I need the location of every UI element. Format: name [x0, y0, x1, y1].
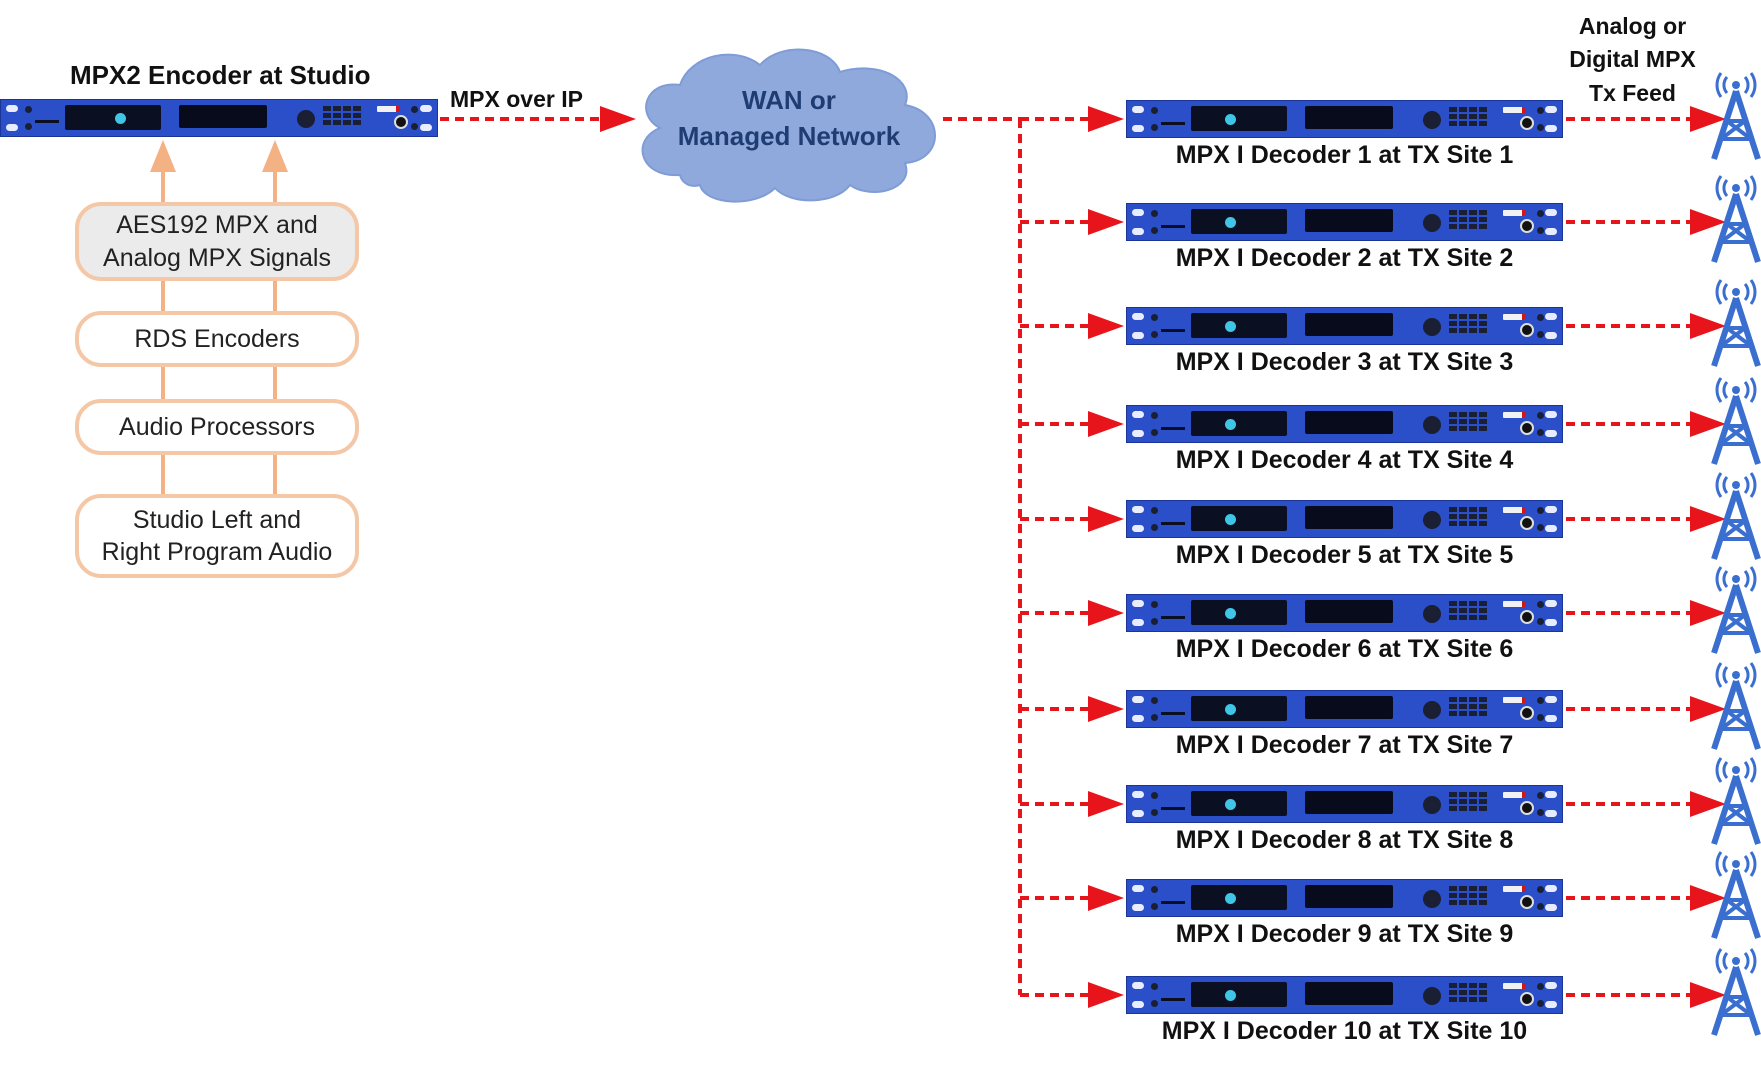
transmitter-tower-icon [1711, 279, 1761, 367]
transmitter-tower-icon [1711, 175, 1761, 263]
decoder-rack-unit [1126, 307, 1563, 345]
arrow-head-icon [1690, 696, 1726, 722]
decoder-label: MPX I Decoder 7 at TX Site 7 [1175, 731, 1514, 759]
transmitter-tower-icon [1711, 757, 1761, 845]
arrow-head-icon [1088, 313, 1124, 339]
arrow-head-icon [1690, 411, 1726, 437]
encoder-title: MPX2 Encoder at Studio [70, 60, 371, 90]
transmitter-tower-icon [1711, 948, 1761, 1036]
arrow-head-icon [1088, 696, 1124, 722]
box-line: AES192 MPX and [116, 211, 318, 239]
input-chain-connectors [150, 140, 288, 494]
decoder-rack-unit [1126, 785, 1563, 823]
arrow-head-icon [1690, 313, 1726, 339]
rds-encoders-box: RDS Encoders [75, 311, 359, 367]
transmitter-tower-icon [1711, 851, 1761, 939]
encoder-rack-unit [0, 99, 438, 137]
arrow-head-icon [1088, 106, 1124, 132]
arrow-head-icon [1088, 600, 1124, 626]
decoder-label: MPX I Decoder 1 at TX Site 1 [1175, 141, 1514, 169]
decoder-rack-unit [1126, 690, 1563, 728]
arrow-head-icon [1690, 106, 1726, 132]
arrow-head-icon [1088, 411, 1124, 437]
arrow-head-icon [1690, 506, 1726, 532]
transmitter-tower-icon [1711, 72, 1761, 160]
up-arrow-icon [150, 140, 176, 172]
up-arrow-icon [262, 140, 288, 172]
transmitter-tower-icon [1711, 662, 1761, 750]
cloud-icon [641, 48, 936, 203]
box-line: RDS Encoders [134, 324, 300, 353]
box-line: Studio Left and [132, 505, 302, 534]
transmitter-tower-icon [1711, 472, 1761, 560]
decoder-label: MPX I Decoder 8 at TX Site 8 [1175, 826, 1514, 854]
arrow-head-icon [1690, 982, 1726, 1008]
transmitter-tower-icon [1711, 377, 1761, 465]
box-line: Right Program Audio [101, 538, 333, 566]
decoder-rack-unit [1126, 100, 1563, 138]
decoder-label: MPX I Decoder 6 at TX Site 6 [1175, 635, 1514, 663]
decoder-rack-unit [1126, 594, 1563, 632]
decoder-rack-unit [1126, 500, 1563, 538]
decoder-label: MPX I Decoder 4 at TX Site 4 [1175, 446, 1514, 474]
arrow-head-icon [1690, 600, 1726, 626]
arrow-head-icon [1088, 791, 1124, 817]
decoder-label: MPX I Decoder 10 at TX Site 10 [1161, 1017, 1528, 1045]
decoder-label: MPX I Decoder 2 at TX Site 2 [1175, 244, 1514, 272]
arrow-head-icon [1088, 982, 1124, 1008]
arrow-head-icon [1088, 885, 1124, 911]
transmitter-tower-icon [1711, 566, 1761, 654]
decoder-label: MPX I Decoder 9 at TX Site 9 [1175, 920, 1514, 948]
arrow-head-icon [1088, 209, 1124, 235]
network-label-line2: Managed Network [677, 121, 901, 152]
arrow-head-icon [1690, 791, 1726, 817]
box-line: Audio Processors [119, 412, 315, 441]
decoder-rack-unit [1126, 976, 1563, 1014]
decoder-rack-unit [1126, 405, 1563, 443]
tx-feed-label: Analog or Digital MPX Tx Feed [1550, 10, 1715, 110]
network-cloud-label: WAN or Managed Network [635, 82, 943, 155]
decoder-label: MPX I Decoder 3 at TX Site 3 [1175, 348, 1514, 376]
arrow-head-icon [1690, 209, 1726, 235]
decoder-label: MPX I Decoder 5 at TX Site 5 [1175, 541, 1514, 569]
network-label-line1: WAN or [742, 85, 836, 115]
audio-processors-box: Audio Processors [75, 399, 359, 455]
arrow-head-icon [1690, 885, 1726, 911]
mpx-over-ip-label: MPX over IP [450, 86, 583, 112]
arrow-head-icon [1088, 506, 1124, 532]
decoder-rack-unit [1126, 203, 1563, 241]
box-line: Analog MPX Signals [103, 243, 331, 272]
tx-feed-label-line1: Analog or [1578, 13, 1687, 39]
tx-feed-label-line3: Tx Feed [1589, 79, 1676, 106]
tx-feed-label-line2: Digital MPX [1569, 46, 1696, 73]
arrow-head-icon [600, 106, 636, 132]
decoder-rack-unit [1126, 879, 1563, 917]
